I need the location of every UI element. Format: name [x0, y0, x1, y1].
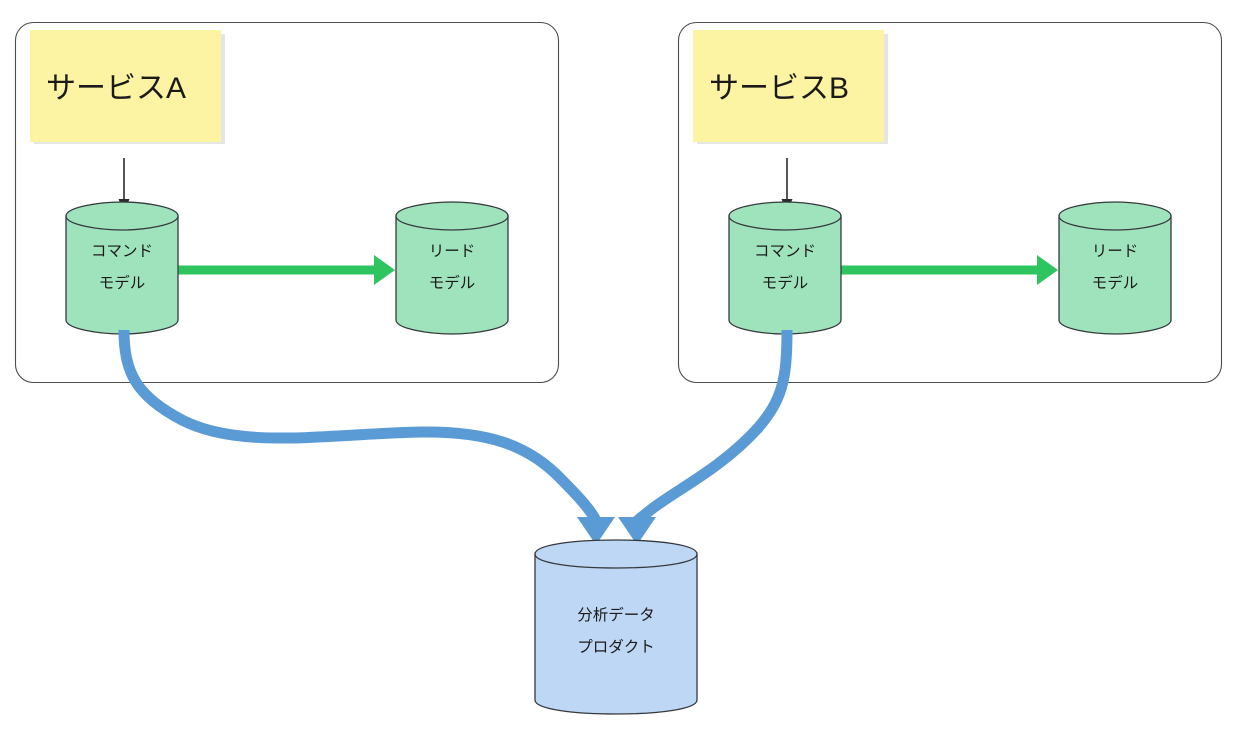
ingest-curve-a	[118, 329, 615, 545]
command-model-a-label-line1: コマンド	[91, 243, 153, 260]
command-model-a-top	[65, 201, 179, 231]
ingest-curve-b-path	[633, 329, 793, 525]
read-model-b-body[interactable]	[1058, 215, 1172, 335]
projection-arrow-b-head	[1037, 255, 1058, 285]
service-a-group[interactable]: サービスA コマンド モデル リ	[14, 21, 560, 384]
service-a-sticky-note[interactable]: サービスA	[30, 30, 225, 144]
analytics-data-product-body[interactable]	[534, 553, 698, 715]
analytics-data-product[interactable]: 分析データ プロダクト	[534, 539, 698, 715]
read-model-a-label-line2: モデル	[429, 273, 476, 292]
sticky-note-b[interactable]	[693, 30, 884, 142]
ingest-curve-b-head	[618, 517, 656, 545]
read-model-a-body[interactable]	[395, 215, 509, 335]
service-b-command-model[interactable]: コマンド モデル	[728, 201, 842, 335]
service-a-label: サービスA	[46, 72, 186, 105]
service-a-command-model[interactable]: コマンド モデル	[65, 201, 179, 335]
read-model-a-label-line1: リード	[429, 243, 476, 260]
service-b-sticky-note[interactable]: サービスB	[693, 30, 888, 144]
command-model-b-top	[728, 201, 842, 231]
analytics-data-product-top	[534, 539, 698, 569]
service-b-label: サービスB	[709, 72, 849, 105]
ingest-curve-a-path	[118, 329, 602, 524]
read-model-b-label-line2: モデル	[1092, 273, 1139, 292]
command-model-b-label-line2: モデル	[762, 273, 809, 292]
ingest-curve-b	[618, 329, 793, 545]
projection-arrow-a-head	[374, 255, 395, 285]
service-b-group[interactable]: サービスB コマンド モデル リ	[677, 21, 1223, 384]
sticky-note-a[interactable]	[30, 30, 221, 142]
analytics-data-product-label-line1: 分析データ	[577, 605, 655, 624]
service-b-read-model[interactable]: リード モデル	[1058, 201, 1172, 335]
read-model-b-label-line1: リード	[1092, 243, 1139, 260]
projection-arrow-a	[178, 255, 395, 285]
command-model-b-label-line1: コマンド	[754, 243, 816, 260]
analytics-data-product-label-line2: プロダクト	[577, 638, 655, 656]
projection-arrow-b	[841, 255, 1058, 285]
service-a-read-model[interactable]: リード モデル	[395, 201, 509, 335]
command-model-a-label-line2: モデル	[99, 273, 146, 292]
ingest-curve-a-head	[577, 517, 615, 545]
read-model-a-top	[395, 201, 509, 231]
read-model-b-top	[1058, 201, 1172, 231]
